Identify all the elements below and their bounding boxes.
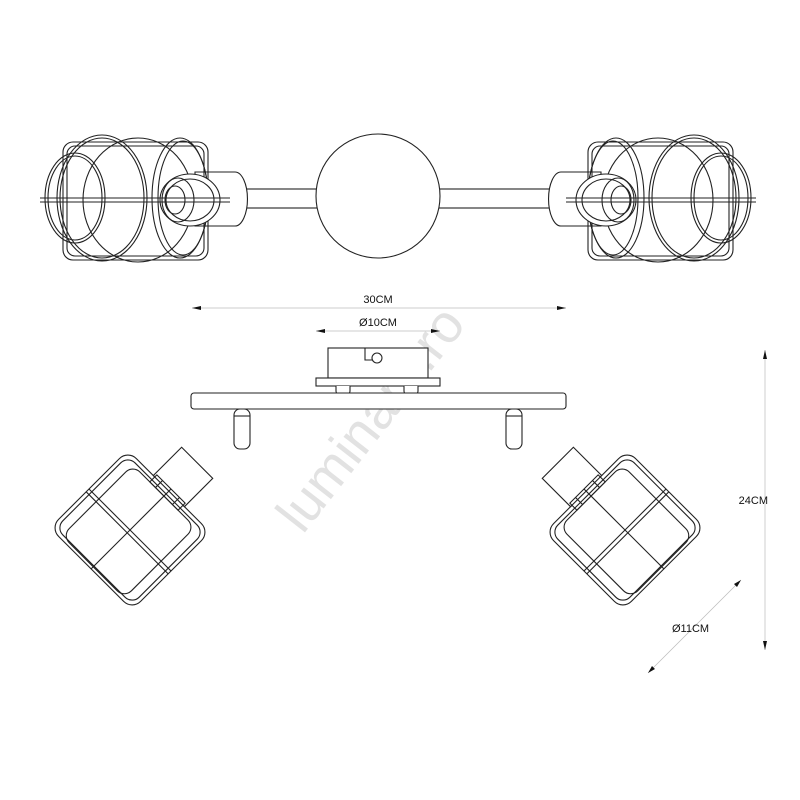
canopy-plate	[315, 377, 441, 387]
width-label: 30CM	[363, 294, 392, 306]
shade-diameter-label: Ø11CM	[672, 623, 709, 635]
height-label: 24CM	[739, 495, 768, 507]
top-view-left-lamp	[39, 134, 249, 263]
canopy-diameter-label: Ø10CM	[359, 317, 397, 329]
top-view-right-lamp	[547, 134, 757, 263]
side-view	[49, 347, 706, 611]
right-spot	[505, 408, 706, 611]
dimension-shade-diameter: Ø11CM	[647, 579, 742, 674]
top-view	[39, 133, 757, 263]
left-spot	[49, 408, 251, 611]
dimension-canopy-diameter: Ø10CM	[316, 317, 440, 333]
dimension-height: 24CM	[739, 350, 768, 650]
dimension-width: 30CM	[192, 294, 566, 310]
side-view-arm	[190, 392, 567, 410]
screw-icon	[371, 352, 383, 364]
watermark: luminam.ro	[265, 295, 477, 542]
top-view-canopy	[315, 133, 441, 259]
